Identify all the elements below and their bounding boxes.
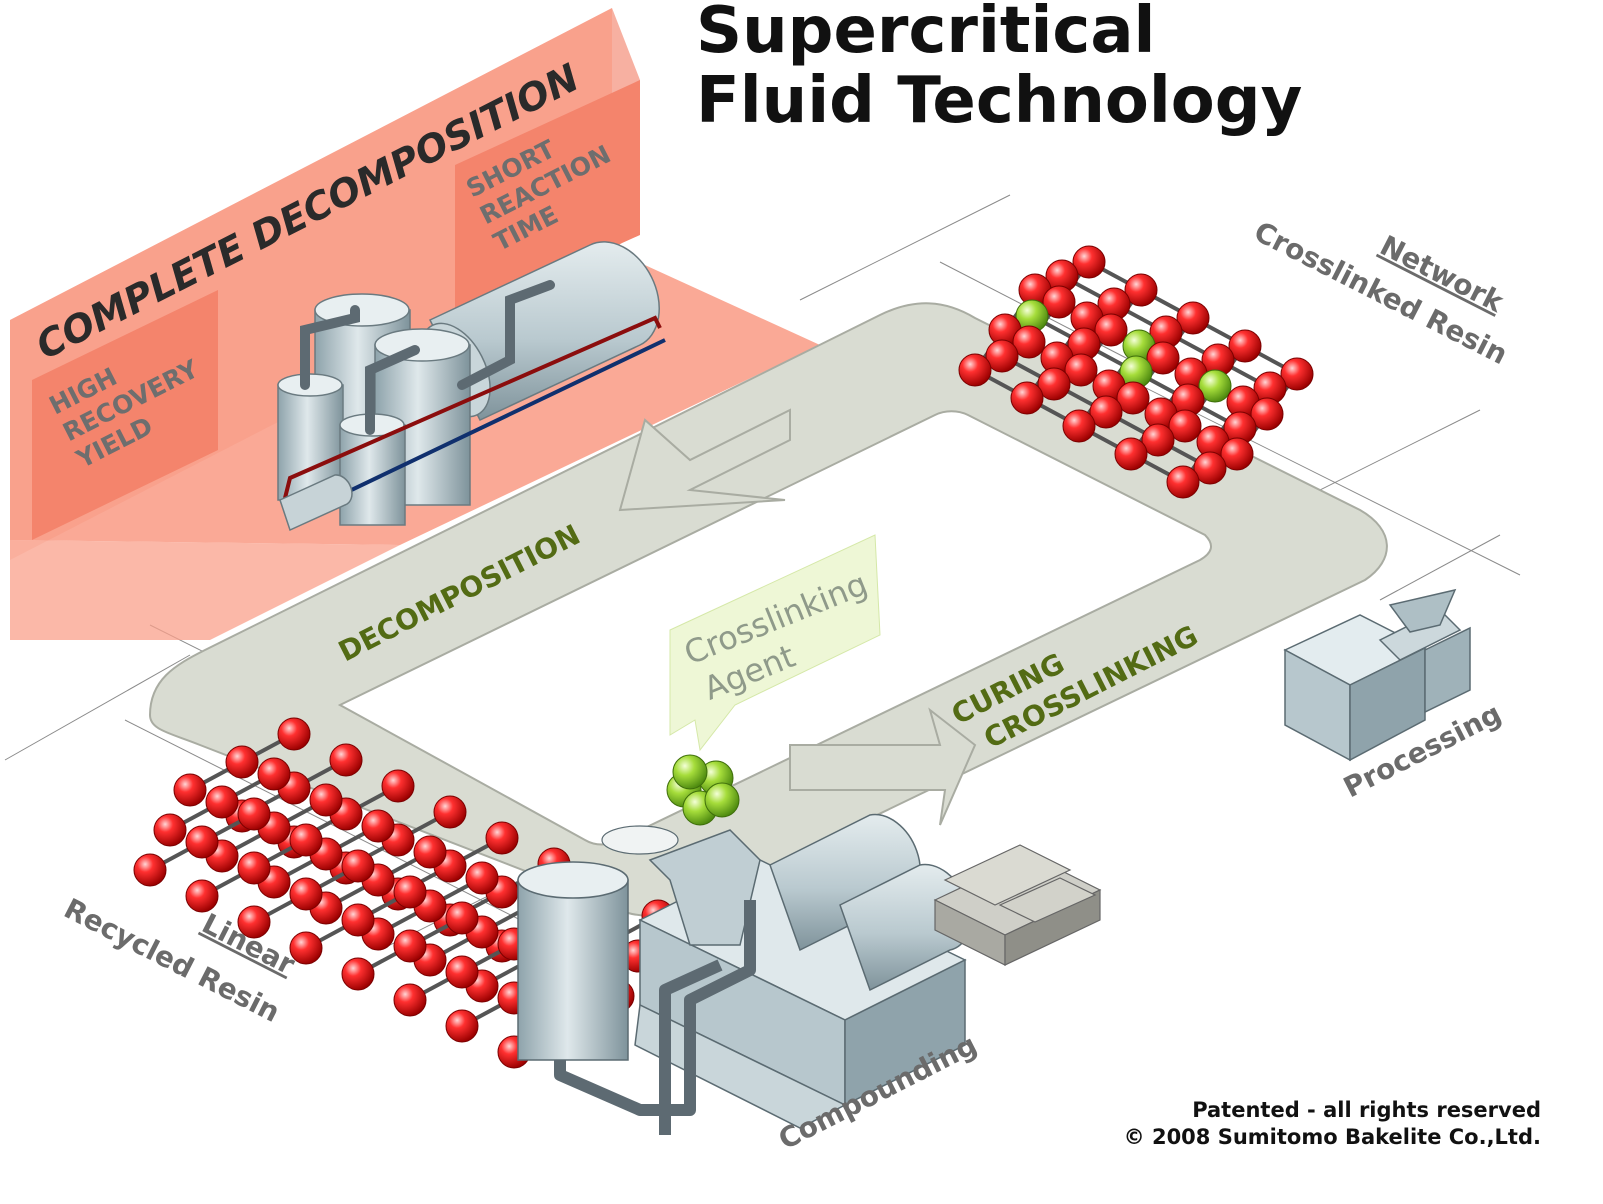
red-atom xyxy=(1280,357,1314,391)
red-atom xyxy=(289,823,323,857)
green-atom xyxy=(1198,369,1232,403)
footer-line-1: Patented - all rights reserved xyxy=(1192,1098,1541,1122)
red-atom xyxy=(257,757,291,791)
page-title: Supercritical Fluid Technology xyxy=(696,0,1302,136)
title-line-1: Supercritical xyxy=(696,0,1156,68)
reaction-time-box xyxy=(455,80,640,318)
red-atom xyxy=(289,931,323,965)
red-atom xyxy=(1228,329,1262,363)
red-atom xyxy=(361,809,395,843)
red-atom xyxy=(237,905,271,939)
network-resin-molecules xyxy=(958,245,1314,499)
red-atom xyxy=(958,353,992,387)
red-atom xyxy=(1168,409,1202,443)
red-atom xyxy=(1094,313,1128,347)
red-atom xyxy=(153,813,187,847)
bag-pallet-icon xyxy=(933,844,1102,966)
red-atom xyxy=(1064,353,1098,387)
red-atom xyxy=(309,783,343,817)
red-atom xyxy=(277,717,311,751)
title-line-2: Fluid Technology xyxy=(696,64,1303,138)
red-atom xyxy=(1012,325,1046,359)
red-atom xyxy=(1116,381,1150,415)
red-atom xyxy=(341,849,375,883)
red-atom xyxy=(289,877,323,911)
green-atom xyxy=(672,754,708,790)
red-atom xyxy=(205,785,239,819)
red-atom xyxy=(465,861,499,895)
red-atom xyxy=(1141,423,1175,457)
red-atom xyxy=(985,339,1019,373)
red-atom xyxy=(393,983,427,1017)
red-atom xyxy=(1124,273,1158,307)
footer-line-2: © 2008 Sumitomo Bakelite Co.,Ltd. xyxy=(1123,1125,1541,1149)
decomposition-arrow xyxy=(618,408,791,512)
red-atom xyxy=(341,957,375,991)
red-atom xyxy=(1146,341,1180,375)
red-atom xyxy=(445,955,479,989)
red-atom xyxy=(1114,437,1148,471)
recovery-yield-box xyxy=(32,290,218,540)
curing-arrow xyxy=(789,707,977,826)
red-atom xyxy=(1250,397,1284,431)
red-atom xyxy=(237,797,271,831)
red-atom xyxy=(445,1009,479,1043)
red-atom xyxy=(1176,301,1210,335)
reactor-icon xyxy=(277,241,666,532)
red-atom xyxy=(1037,367,1071,401)
red-atom xyxy=(413,835,447,869)
red-atom xyxy=(485,821,519,855)
red-atom xyxy=(225,745,259,779)
red-atom xyxy=(1062,409,1096,443)
injection-molder-icon xyxy=(1283,588,1471,762)
red-atom xyxy=(237,851,271,885)
red-atom xyxy=(1220,437,1254,471)
red-atom xyxy=(173,773,207,807)
red-atom xyxy=(1042,285,1076,319)
red-atom xyxy=(433,795,467,829)
red-atom xyxy=(1072,245,1106,279)
red-atom xyxy=(381,769,415,803)
crosslinking-agent-cluster xyxy=(666,754,740,826)
green-atom xyxy=(704,782,740,818)
red-atom xyxy=(133,853,167,887)
copyright-footer: Patented - all rights reserved © 2008 Su… xyxy=(1124,1097,1541,1151)
red-atom xyxy=(185,879,219,913)
red-atom xyxy=(393,875,427,909)
red-atom xyxy=(1010,381,1044,415)
red-atom xyxy=(1166,465,1200,499)
red-atom xyxy=(341,903,375,937)
red-atom xyxy=(329,743,363,777)
red-atom xyxy=(185,825,219,859)
red-atom xyxy=(1193,451,1227,485)
compounder-icon xyxy=(517,813,971,1135)
decomposition-panel xyxy=(10,8,820,640)
red-atom xyxy=(1089,395,1123,429)
red-atom xyxy=(393,929,427,963)
red-atom xyxy=(445,901,479,935)
